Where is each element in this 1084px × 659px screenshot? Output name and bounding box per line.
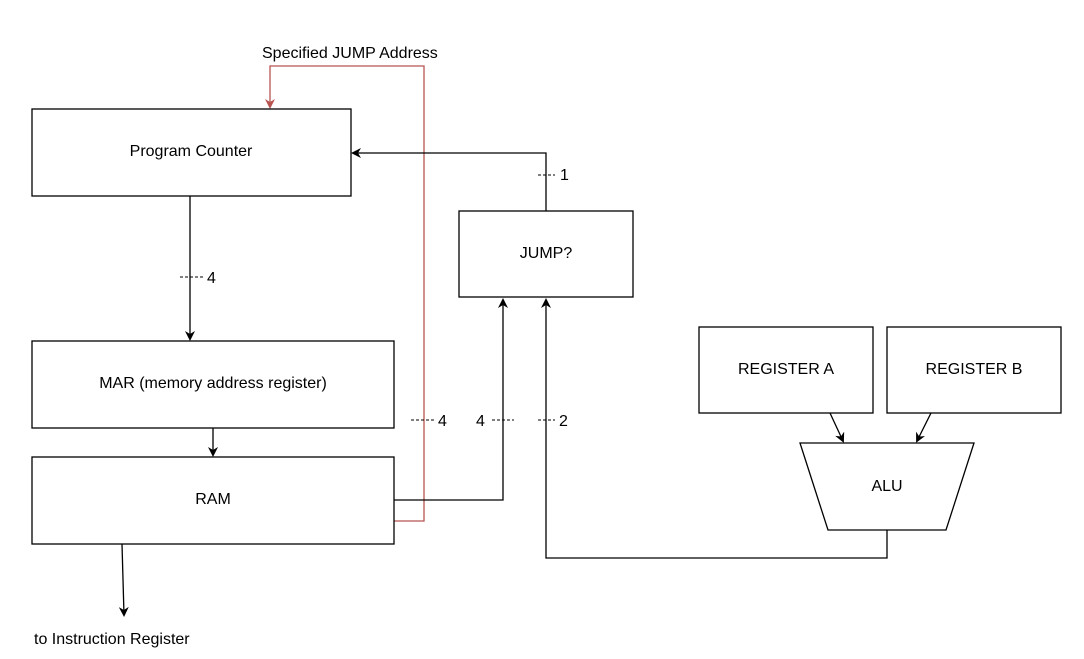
ram-to-instruction-register-connector xyxy=(118,543,129,617)
register-a-label: REGISTER A xyxy=(738,361,834,378)
register-a-to-alu-connector xyxy=(829,412,845,443)
alu-to-jump-connector xyxy=(541,298,888,559)
register-a-node[interactable]: REGISTER A xyxy=(698,326,874,414)
ram-to-pc-bus-width: 4 xyxy=(438,413,447,430)
ram-to-jump-connector xyxy=(394,298,508,501)
jump-label: JUMP? xyxy=(520,245,573,262)
mar-label: MAR (memory address register) xyxy=(99,375,327,392)
pc-to-mar-bus-width: 4 xyxy=(207,270,216,287)
program-counter-label: Program Counter xyxy=(130,143,253,160)
ram-label: RAM xyxy=(195,491,231,508)
alu-to-jump-bus-width: 2 xyxy=(559,413,568,430)
jump-to-pc-connector xyxy=(351,148,547,211)
jump-to-pc-bus-width: 1 xyxy=(560,167,569,184)
program-counter-node[interactable]: Program Counter xyxy=(31,108,352,197)
alu-label: ALU xyxy=(871,478,902,495)
to-instruction-register-label: to Instruction Register xyxy=(34,631,190,648)
register-b-node[interactable]: REGISTER B xyxy=(886,326,1062,414)
ram-to-jump-bus-width: 4 xyxy=(476,413,485,430)
register-b-to-alu-connector xyxy=(916,412,932,443)
alu-node[interactable]: ALU xyxy=(799,442,975,531)
jump-node[interactable]: JUMP? xyxy=(458,210,634,298)
specified-jump-address-label: Specified JUMP Address xyxy=(262,45,438,62)
mar-node[interactable]: MAR (memory address register) xyxy=(31,340,395,429)
register-b-label: REGISTER B xyxy=(926,361,1023,378)
ram-node[interactable]: RAM xyxy=(31,456,395,545)
jump-address-connector xyxy=(265,65,425,522)
